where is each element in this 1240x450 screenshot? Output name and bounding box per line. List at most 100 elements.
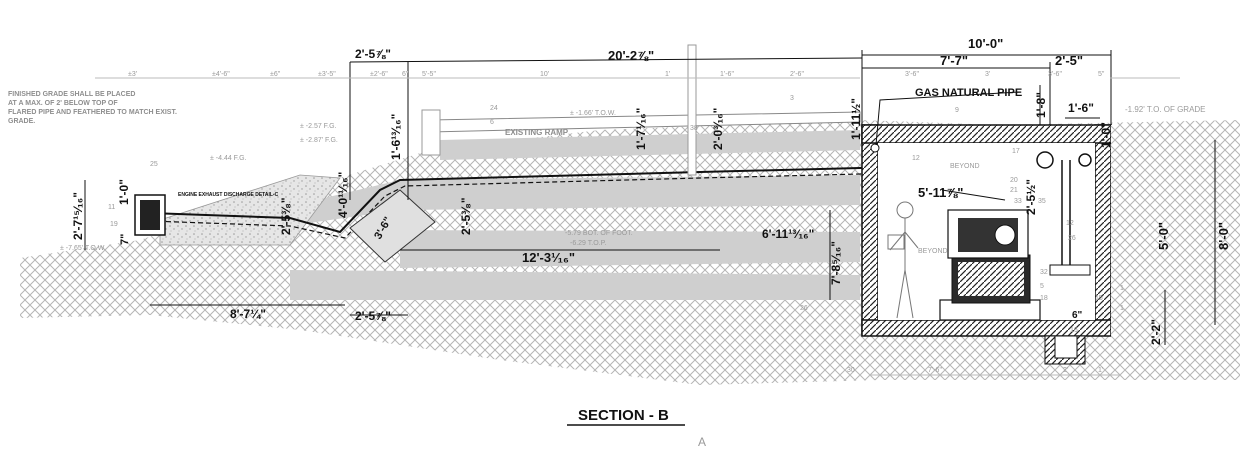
bollard (687, 44, 697, 176)
small-dim-top: ±6" (270, 71, 281, 78)
dim-7-7: 7'-7" (940, 53, 968, 68)
dim-1-6: 1'-6" (1068, 101, 1094, 115)
callout-tag: 26 (800, 305, 808, 312)
small-dim-top: 6" (402, 71, 409, 78)
callout-tag: 20 (1010, 177, 1018, 184)
dim-5-0: 5'-0" (1156, 222, 1171, 250)
dimension-lines (84, 50, 1216, 345)
callout-tag: 5 (1040, 283, 1044, 290)
callout-tag: 25 (150, 161, 158, 168)
dim-1-0-right: 1'-0" (1099, 122, 1113, 148)
section-title: SECTION - B (578, 407, 669, 424)
callout-tag: 3 (790, 95, 794, 102)
callout-tag: 6 (490, 119, 494, 126)
vault-riser (1061, 160, 1071, 270)
sump-pit (1054, 335, 1078, 359)
callout-tag: 1 (1120, 285, 1124, 292)
beyond-label-1: BEYOND (950, 163, 980, 170)
tow-low-label: ± -7.65' T.O.W. (60, 245, 106, 252)
dim-7-8-5-16: 7'-8⁵⁄₁₆" (829, 241, 843, 285)
dim-2-0-3-16: 2'-0³⁄₁₆" (711, 108, 725, 150)
callout-tag: 17 (1012, 148, 1020, 155)
small-dim-bottom: 7'-6" (928, 367, 942, 374)
small-dims-bottom: 7'-6"2'1'30 (847, 367, 1103, 374)
dim-7: 7" (119, 234, 131, 245)
callout-tag: 12 (1066, 220, 1074, 227)
grade-note-line-3: FLARED PIPE AND FEATHERED TO MATCH EXIST… (8, 109, 177, 116)
gravel-band-bottom (290, 270, 860, 300)
small-dim-top: ±3' (128, 71, 137, 78)
gas-pipe-callout: GAS NATURAL PIPE (915, 87, 1022, 99)
small-dim-top: 3'-6" (1048, 71, 1062, 78)
callout-tag: 35 (1038, 198, 1046, 205)
dim-5-11-7-8: 5'-11⅞" (918, 185, 963, 200)
fg-2-label: ± -2.87' F.G. (300, 137, 338, 144)
exhaust-pipe-run (149, 159, 1041, 234)
callout-tag: 16 (1070, 327, 1078, 334)
vault-slab-top (861, 124, 1112, 144)
right-soil-block (1111, 125, 1201, 380)
fg-1-label: ± -2.57 F.G. (300, 123, 337, 130)
small-dim-top: 1'-6" (720, 71, 734, 78)
riser-base (1049, 264, 1091, 276)
dim-2-5: 2'-5" (1055, 53, 1083, 68)
fg-3-label: ± -4.44 F.G. (210, 155, 247, 162)
exhaust-pipe-run-lower (149, 165, 1041, 239)
pipe-fitting-1 (1036, 151, 1054, 169)
callout-tag: 9 (955, 107, 959, 114)
small-dim-top: ±3'-5" (318, 71, 336, 78)
small-dim-top: 5" (1098, 71, 1105, 78)
callout-tag: 21 (1010, 187, 1018, 194)
dim-4-0-11-16: 4'-0¹¹⁄₁₆" (336, 172, 350, 218)
dim-2-5-3-8: 2'-5³⁄₈" (279, 197, 293, 235)
small-dim-bottom: 1' (1098, 367, 1103, 374)
dim-6-11-13-16: 6'-11¹³⁄₁₆" (762, 227, 814, 241)
leader-lines (875, 91, 1021, 201)
pipe-elbow (349, 189, 436, 263)
dim-1-8: 1'-8" (1034, 92, 1048, 118)
person-figure (887, 201, 919, 319)
tow-top-label: ± -1.66' T.O.W. (570, 110, 616, 117)
dim-2-2: 2'-2" (1149, 319, 1163, 345)
dim-2-7-15-16: 2'-7¹⁵⁄₁₆" (71, 192, 85, 240)
flared-pipe-core (140, 200, 160, 230)
callout-tag: 12 (912, 155, 920, 162)
callout-tag: 33 (1014, 198, 1022, 205)
callout-tag: 11 (108, 204, 115, 211)
top-of-grade-label: -1.92' T.O. OF GRADE (1125, 105, 1206, 114)
gravel-band-lower (400, 230, 860, 268)
exhaust-detail-label: ENGINE EXHAUST DISCHARGE DETAIL-C (178, 192, 279, 198)
grade-note-line-4: GRADE. (8, 118, 35, 125)
gravel-band-mid (295, 175, 860, 225)
small-dim-top: 3'-6" (905, 71, 919, 78)
bot-foot-label: -5.79 BOT. OF FOOT. (565, 230, 633, 237)
callout-tag: 19 (110, 221, 118, 228)
small-dim-bottom: 2' (1063, 367, 1068, 374)
small-dims-top: ±3'±4'-6"±6"±3'-5"±2'-6"6"5'-5"10'1'1'-6… (128, 71, 1105, 78)
small-dim-top: 3' (985, 71, 990, 78)
wall-post (421, 109, 441, 156)
callout-tag: 38 (690, 125, 698, 132)
dim-2-5-3-8-b: 2'-5³⁄₈" (459, 197, 473, 235)
dim-8-0: 8'-0" (1216, 222, 1231, 250)
dim-10-0: 10'-0" (968, 36, 1003, 51)
vault-wall-left (861, 124, 879, 336)
dim-8-7-1-4: 8'-7¼" (230, 307, 266, 321)
dim-2-5-7-8-bot: 2'-5⅞" (355, 309, 391, 323)
dim-1-11-1-2: 1'-11½" (849, 98, 863, 140)
existing-ramp-label: EXISTING RAMP (505, 128, 569, 137)
pipe-fitting-3 (870, 143, 880, 153)
generator (939, 209, 1041, 321)
dim-1-6-13-16: 1'-6¹³⁄₁₆" (389, 114, 403, 160)
top-p-label: -6.29 T.O.P. (570, 240, 606, 247)
dim-12-3-1-16: 12'-3¹⁄₁₆" (522, 250, 575, 265)
gravel-band-upper (440, 130, 860, 160)
small-dim-top: 1' (665, 71, 670, 78)
callout-tag: 1 (1120, 305, 1124, 312)
footer-mark: A (698, 435, 706, 449)
callout-tag: 26 (1068, 235, 1076, 242)
dim-1-7-1-16: 1'-7¹⁄₁₆" (634, 108, 648, 150)
small-dim-top: 5'-5" (422, 71, 436, 78)
